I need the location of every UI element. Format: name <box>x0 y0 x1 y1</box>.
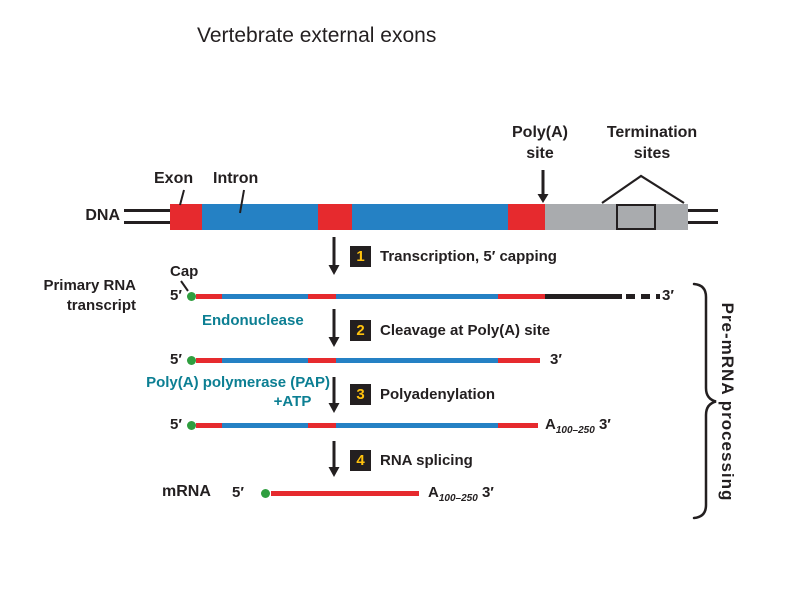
cleaved-exon-3 <box>498 358 540 363</box>
pre-mrna-processing-label: Pre-mRNA processing <box>718 302 737 502</box>
figure-title: Vertebrate external exons <box>197 24 437 47</box>
dna-strand-right-bottom <box>688 221 718 224</box>
mrna-cap-dot <box>261 489 270 498</box>
step-2-arrow-head <box>328 337 340 347</box>
step-4-number: 4 <box>356 452 365 469</box>
exon-label: Exon <box>154 170 194 187</box>
termination-sites-label: Termination sites <box>592 122 712 164</box>
mrna-polya-tail: A100–250 3′ <box>428 484 494 504</box>
cleaved-3prime-label: 3′ <box>550 351 562 368</box>
primary-cap-dot <box>187 292 196 301</box>
step-1-label: Transcription, 5′ capping <box>380 248 557 265</box>
primary-transcript-line1: Primary RNA <box>43 277 136 294</box>
intron-label: Intron <box>213 170 259 187</box>
primary-5prime-label: 5′ <box>170 287 182 304</box>
dna-label: DNA <box>85 207 120 224</box>
step-2-number: 2 <box>356 322 365 339</box>
mrna-exons <box>271 491 419 496</box>
primary-downstream-rna <box>545 294 622 299</box>
pre-mrna-processing-brace <box>692 282 717 520</box>
tailed-exon-1 <box>196 423 222 428</box>
tailed-intron-2 <box>336 423 498 428</box>
primary-intron-1 <box>222 294 308 299</box>
pap-label: Poly(A) polymerase (PAP) <box>146 374 330 391</box>
step-4-arrow-head <box>328 467 340 477</box>
atp-label: +ATP <box>273 393 312 410</box>
tailed-a-subscript: 100–250 <box>555 425 595 436</box>
mrna-a-subscript: 100–250 <box>438 493 478 504</box>
endonuclease-label: Endonuclease <box>202 312 304 329</box>
termination-line2: sites <box>633 145 671 162</box>
cleaved-exon-2 <box>308 358 336 363</box>
step-4-badge: 4 <box>350 450 371 471</box>
dna-exon-1 <box>170 204 202 230</box>
polya-site-arrow-head <box>537 194 549 203</box>
primary-exon-2 <box>308 294 336 299</box>
termination-line1: Termination <box>606 124 698 141</box>
mrna-label: mRNA <box>162 483 211 500</box>
tailed-5prime-label: 5′ <box>170 416 182 433</box>
cap-pointer-line <box>180 280 189 292</box>
dna-intron-1 <box>202 204 318 230</box>
primary-exon-1 <box>196 294 222 299</box>
tailed-a: A <box>545 416 556 433</box>
tailed-cap-dot <box>187 421 196 430</box>
tailed-3prime-label: 3′ <box>598 416 611 433</box>
dna-exon-2 <box>318 204 352 230</box>
dna-strand-left-bottom <box>124 221 170 224</box>
step-1-badge: 1 <box>350 246 371 267</box>
dna-intron-2 <box>352 204 508 230</box>
mrna-5prime-label: 5′ <box>232 484 244 501</box>
step-2-label: Cleavage at Poly(A) site <box>380 322 551 339</box>
dna-strand-left-top <box>124 209 170 212</box>
polya-site-label: Poly(A) site <box>494 122 586 164</box>
step-4-label: RNA splicing <box>380 452 473 469</box>
primary-exon-3 <box>498 294 545 299</box>
step-1-number: 1 <box>356 248 365 265</box>
step-3-label: Polyadenylation <box>380 386 496 403</box>
exon-pointer-line <box>179 189 185 206</box>
primary-3prime-label: 3′ <box>662 287 674 304</box>
termination-sites-pointer <box>601 174 685 204</box>
cleaved-intron-2 <box>336 358 498 363</box>
step-1-arrow-head <box>328 265 340 275</box>
step-3-badge: 3 <box>350 384 371 405</box>
step-3-number: 3 <box>356 386 365 403</box>
polya-site-line1: Poly(A) <box>512 124 568 141</box>
tailed-intron-1 <box>222 423 308 428</box>
dna-termination-site-box <box>616 204 656 230</box>
primary-intron-2 <box>336 294 498 299</box>
dna-strand-right-top <box>688 209 718 212</box>
tailed-exon-2 <box>308 423 336 428</box>
step-2-badge: 2 <box>350 320 371 341</box>
primary-transcript-label: Primary RNA transcript <box>8 276 136 316</box>
polya-site-line2: site <box>526 145 554 162</box>
cap-label: Cap <box>170 263 199 280</box>
mrna-a: A <box>428 484 439 501</box>
dna-exon-3 <box>508 204 545 230</box>
tailed-polya-tail: A100–250 3′ <box>545 416 611 436</box>
primary-transcript-line2: transcript <box>66 297 136 314</box>
cleaved-intron-1 <box>222 358 308 363</box>
cleaved-exon-1 <box>196 358 222 363</box>
mrna-3prime-label: 3′ <box>481 484 494 501</box>
cleaved-5prime-label: 5′ <box>170 351 182 368</box>
tailed-exon-3 <box>498 423 538 428</box>
cleaved-cap-dot <box>187 356 196 365</box>
